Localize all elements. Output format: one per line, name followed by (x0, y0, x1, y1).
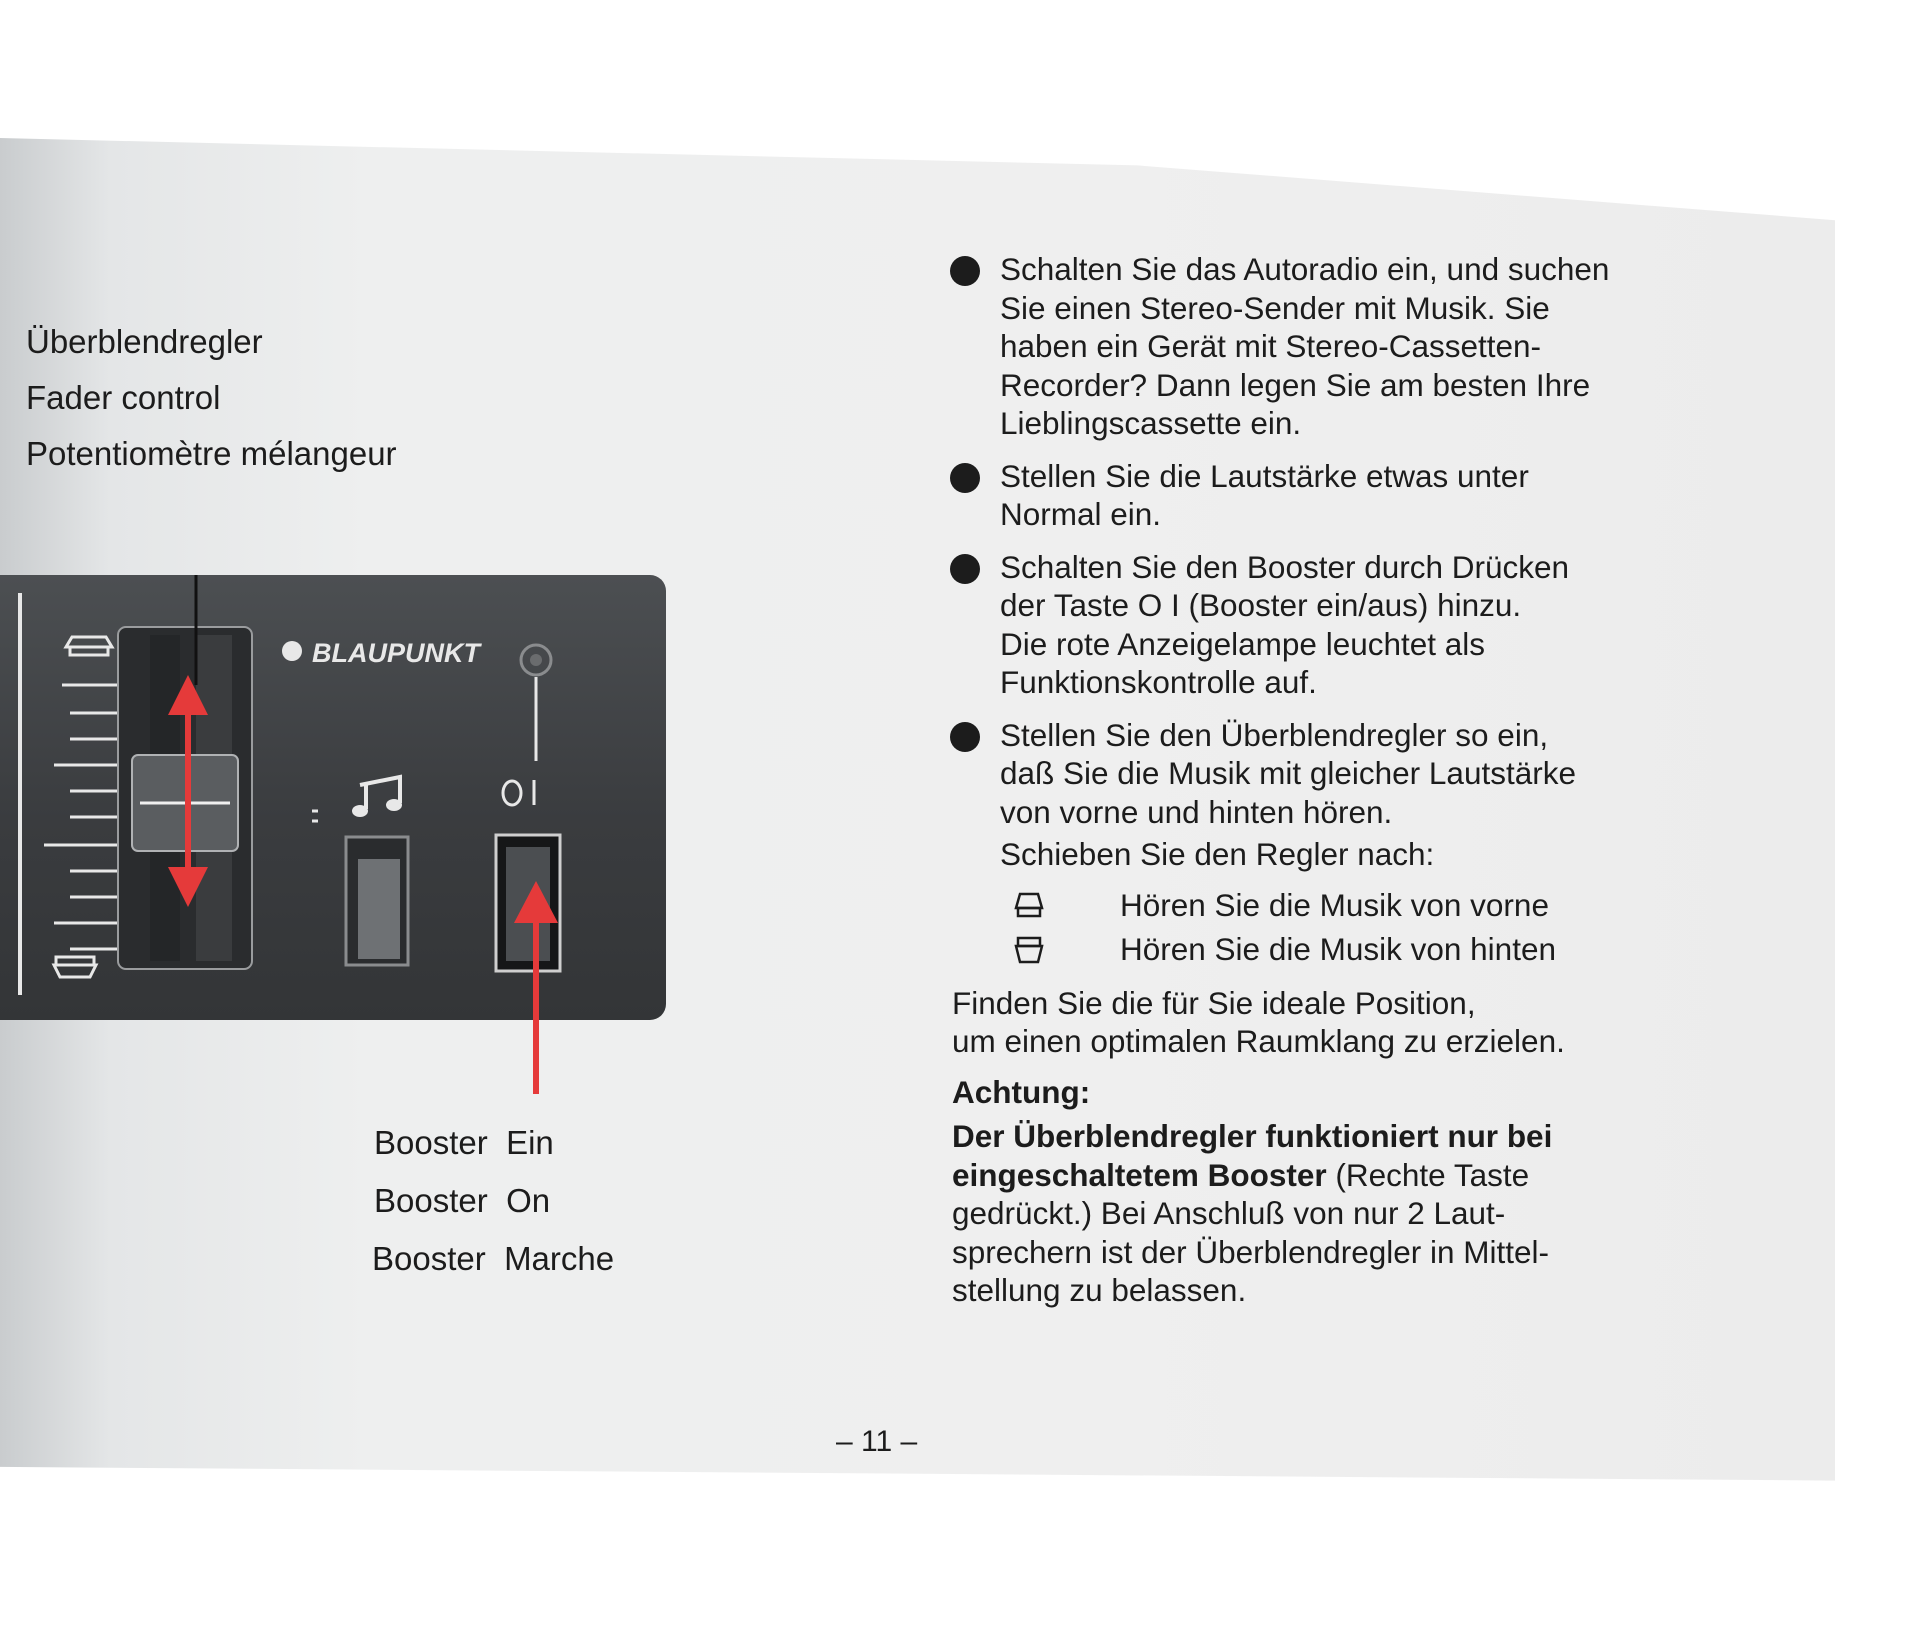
brand-logo: BLAUPUNKT (312, 638, 482, 668)
achtung-normal-part: (Rechte Taste (1326, 1156, 1530, 1193)
indicator-lamp (519, 643, 553, 761)
front-speaker-icon (63, 635, 115, 657)
speaker-rear-text: Hören Sie die Musik von hinten (1120, 930, 1556, 967)
rear-speaker-icon (51, 955, 99, 979)
instruction-line: Recorder? Dann legen Sie am besten Ihre (1000, 366, 1591, 403)
instruction-line: daß Sie die Musik mit gleicher Lautstärk… (1000, 755, 1576, 791)
booster-label-fr: Booster Marche (372, 1240, 615, 1277)
achtung-line: gedrückt.) Bei Anschluß von nur 2 Laut- (952, 1195, 1506, 1231)
achtung-line: sprechern ist der Überblendregler in Mit… (952, 1233, 1550, 1270)
booster-label-en: Booster On (374, 1182, 551, 1219)
instruction-line: von vorne und hinten hören. (1000, 793, 1393, 830)
finden-line: um einen optimalen Raumklang zu erzielen… (952, 1023, 1565, 1059)
instruction-line: Schalten Sie das Autoradio ein, und such… (1000, 251, 1610, 287)
instruction-line: Die rote Anzeigelampe leuchtet als (1000, 625, 1486, 662)
speaker-front-text: Hören Sie die Musik von vorne (1120, 886, 1549, 923)
booster-arrow-tail (533, 1018, 539, 1094)
instruction-line: der Taste O I (Booster ein/aus) hinzu. (1000, 587, 1522, 623)
fader-label-fr: Potentiomètre mélangeur (26, 435, 397, 472)
instruction-4: Stellen Sie den Überblendregler so ein, … (950, 716, 1710, 832)
page-number: – 11 – (836, 1425, 918, 1458)
music-note-icon (312, 774, 402, 823)
rear-speaker-icon (1014, 936, 1044, 963)
device-drawing: BLAUPUNKT (18, 575, 562, 1020)
fader-label-en: Fader control (26, 379, 221, 416)
show-through-text (350, 215, 358, 255)
instruction-line: Schalten Sie den Booster durch Drücken (1000, 548, 1570, 585)
booster-arrow (514, 881, 558, 1020)
finden-line: Finden Sie die für Sie ideale Position, (952, 984, 1476, 1021)
achtung-line: stellung zu belassen. (952, 1272, 1247, 1308)
booster-power-symbol (501, 779, 536, 807)
achtung-bold-part: eingeschaltetem Booster (952, 1156, 1327, 1193)
instruction-line: Funktionskontrolle auf. (1000, 664, 1317, 700)
fader-double-arrow (168, 675, 208, 907)
achtung-paragraph: Achtung: Der Überblendregler funktionier… (952, 1073, 1710, 1310)
instructions-column: Schalten Sie das Autoradio ein, und such… (950, 250, 1710, 1310)
instruction-line: haben ein Gerät mit Stereo-Cassetten- (1000, 328, 1542, 364)
booster-label-group: Booster Ein Booster On Booster Marche (372, 1114, 615, 1288)
bullet-icon (950, 553, 980, 584)
speaker-front-row: Hören Sie die Musik von vorne (950, 886, 1710, 930)
bullet-icon (950, 462, 980, 493)
bullet-icon (950, 721, 980, 752)
achtung-title: Achtung: (952, 1073, 1091, 1110)
booster-device-illustration: BLAUPUNKT (0, 575, 666, 1020)
slide-instructions: Schieben Sie den Regler nach: (950, 835, 1710, 874)
fader-label-group: Überblendregler Fader control Potentiomè… (26, 314, 397, 482)
instruction-2: Stellen Sie die Lautstärke etwas unter N… (950, 457, 1710, 534)
brand-dot (282, 641, 302, 661)
speaker-rear-row: Hören Sie die Musik von hinten (950, 930, 1710, 974)
fader-scale (18, 593, 118, 995)
front-speaker-icon (1014, 892, 1044, 917)
instruction-line: Lieblingscassette ein. (1000, 405, 1302, 441)
booster-label-de: Booster Ein (374, 1124, 554, 1161)
finden-paragraph: Finden Sie die für Sie ideale Position, … (952, 984, 1710, 1061)
bullet-icon (950, 256, 980, 286)
instruction-line: Sie einen Stereo-Sender mit Musik. Sie (1000, 289, 1550, 326)
music-button[interactable] (344, 835, 410, 967)
instruction-line: Stellen Sie den Überblendregler so ein, (1000, 716, 1549, 753)
achtung-line-mixed: eingeschaltetem Booster (Rechte Taste (952, 1156, 1710, 1195)
instruction-1: Schalten Sie das Autoradio ein, und such… (950, 250, 1710, 443)
instruction-3: Schalten Sie den Booster durch Drücken d… (950, 548, 1710, 702)
achtung-line: Der Überblendregler funktioniert nur bei (952, 1118, 1553, 1154)
instruction-line: Stellen Sie die Lautstärke etwas unter (1000, 457, 1529, 494)
instruction-line: Normal ein. (1000, 496, 1162, 532)
slide-intro: Schieben Sie den Regler nach: (1000, 836, 1435, 872)
fader-label-de: Überblendregler (26, 323, 263, 360)
